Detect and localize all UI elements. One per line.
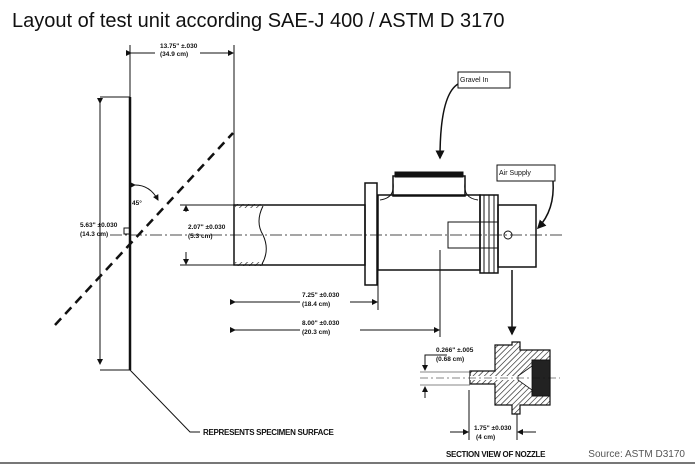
dim-2-07-cm: (5.3 cm) (188, 233, 213, 240)
dim-5-63-in: 5.63" ±0.030 (80, 222, 118, 229)
dim-0-266-cm: (0.68 cm) (436, 356, 464, 363)
tee-body (377, 194, 481, 271)
dim-13-75-cm: (34.9 cm) (160, 51, 188, 58)
angle-label: 45° (132, 199, 142, 207)
flange (364, 182, 378, 286)
diagram-title: Layout of test unit according SAE-J 400 … (12, 10, 505, 32)
dim-0-266-in: 0.266" ±.005 (436, 347, 474, 354)
dim-1-75-cm: (4 cm) (476, 434, 495, 441)
dim-8-00-in: 8.00" ±0.030 (302, 320, 340, 327)
dim-2-07-in: 2.07" ±0.030 (188, 224, 226, 231)
dim-13-75-in: 13.75" ±.030 (160, 43, 198, 50)
dim-7-25-in: 7.25" ±0.030 (302, 292, 340, 299)
bottom-divider (0, 462, 695, 464)
gravel-in-label-box (457, 71, 511, 89)
gravel-in-label: Gravel In (460, 77, 489, 84)
air-supply-label-box (496, 164, 556, 182)
nozzle-section-view (420, 341, 560, 415)
dim-7-25-cm: (18.4 cm) (302, 301, 330, 308)
dim-1-75-in: 1.75" ±0.030 (474, 425, 512, 432)
angle-reference-line (54, 132, 234, 326)
specimen-surface-label: REPRESENTS SPECIMEN SURFACE (203, 428, 335, 437)
dim-5-63-cm: (14.3 cm) (80, 231, 108, 238)
source-credit: Source: ASTM D3170 (588, 449, 685, 460)
air-supply-label: Air Supply (499, 170, 531, 177)
dim-8-00-cm: (20.3 cm) (302, 329, 330, 336)
section-view-caption: SECTION VIEW OF NOZZLE (446, 450, 546, 459)
